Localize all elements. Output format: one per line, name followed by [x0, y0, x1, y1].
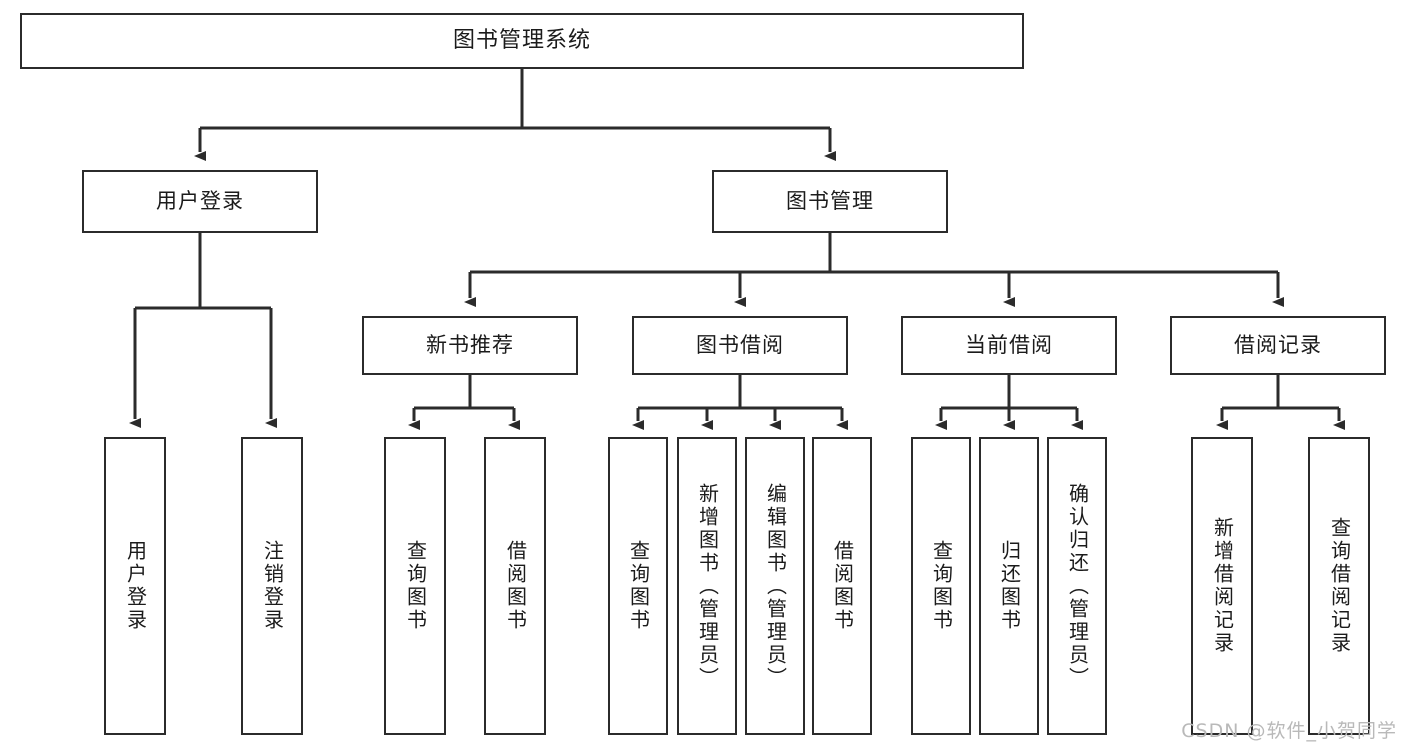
leaf-add-book[interactable]: 新增图书（管理员）	[677, 437, 737, 735]
node-user-login[interactable]: 用户登录	[82, 170, 318, 233]
leaf-edit-book[interactable]: 编辑图书（管理员）	[745, 437, 805, 735]
leaf-confirm-return[interactable]: 确认归还（管理员）	[1047, 437, 1107, 735]
leaf-add-record[interactable]: 新增借阅记录	[1191, 437, 1253, 735]
node-root[interactable]: 图书管理系统	[20, 13, 1024, 69]
leaf-user-login[interactable]: 用户登录	[104, 437, 166, 735]
leaf-query-record[interactable]: 查询借阅记录	[1308, 437, 1370, 735]
node-current-borrow[interactable]: 当前借阅	[901, 316, 1117, 375]
leaf-borrow-book-2[interactable]: 借阅图书	[812, 437, 872, 735]
node-book-borrow[interactable]: 图书借阅	[632, 316, 848, 375]
leaf-query-book-3[interactable]: 查询图书	[911, 437, 971, 735]
leaf-return-book[interactable]: 归还图书	[979, 437, 1039, 735]
node-borrow-record[interactable]: 借阅记录	[1170, 316, 1386, 375]
leaf-borrow-book-1[interactable]: 借阅图书	[484, 437, 546, 735]
leaf-logout-login[interactable]: 注销登录	[241, 437, 303, 735]
leaf-query-book-1[interactable]: 查询图书	[384, 437, 446, 735]
leaf-query-book-2[interactable]: 查询图书	[608, 437, 668, 735]
node-new-book-recommend[interactable]: 新书推荐	[362, 316, 578, 375]
node-book-manage[interactable]: 图书管理	[712, 170, 948, 233]
